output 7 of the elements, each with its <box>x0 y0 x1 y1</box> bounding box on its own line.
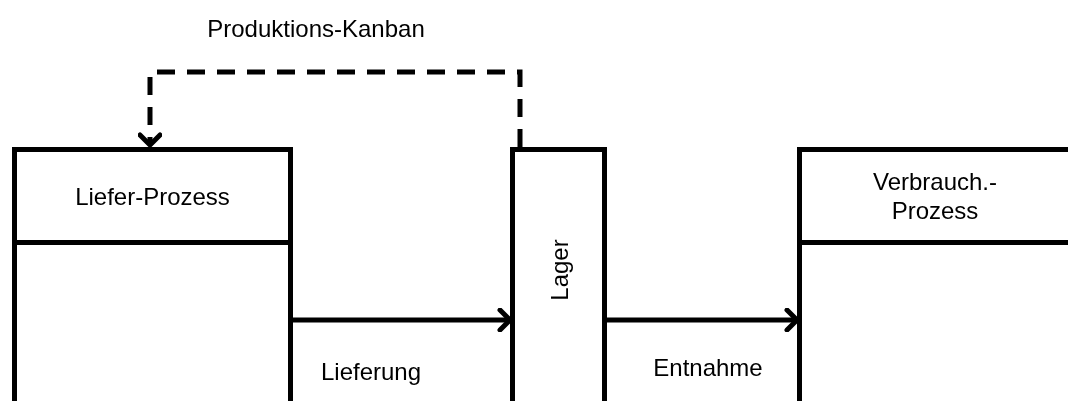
storage-box <box>510 147 607 401</box>
node-heading: Verbrauch.- Prozess <box>871 167 999 225</box>
node-label: Lager <box>544 239 573 301</box>
process-box <box>797 147 1068 401</box>
process-box <box>12 147 293 401</box>
dashed-arrow <box>137 69 523 148</box>
node-heading: Liefer-Prozess <box>75 181 230 211</box>
